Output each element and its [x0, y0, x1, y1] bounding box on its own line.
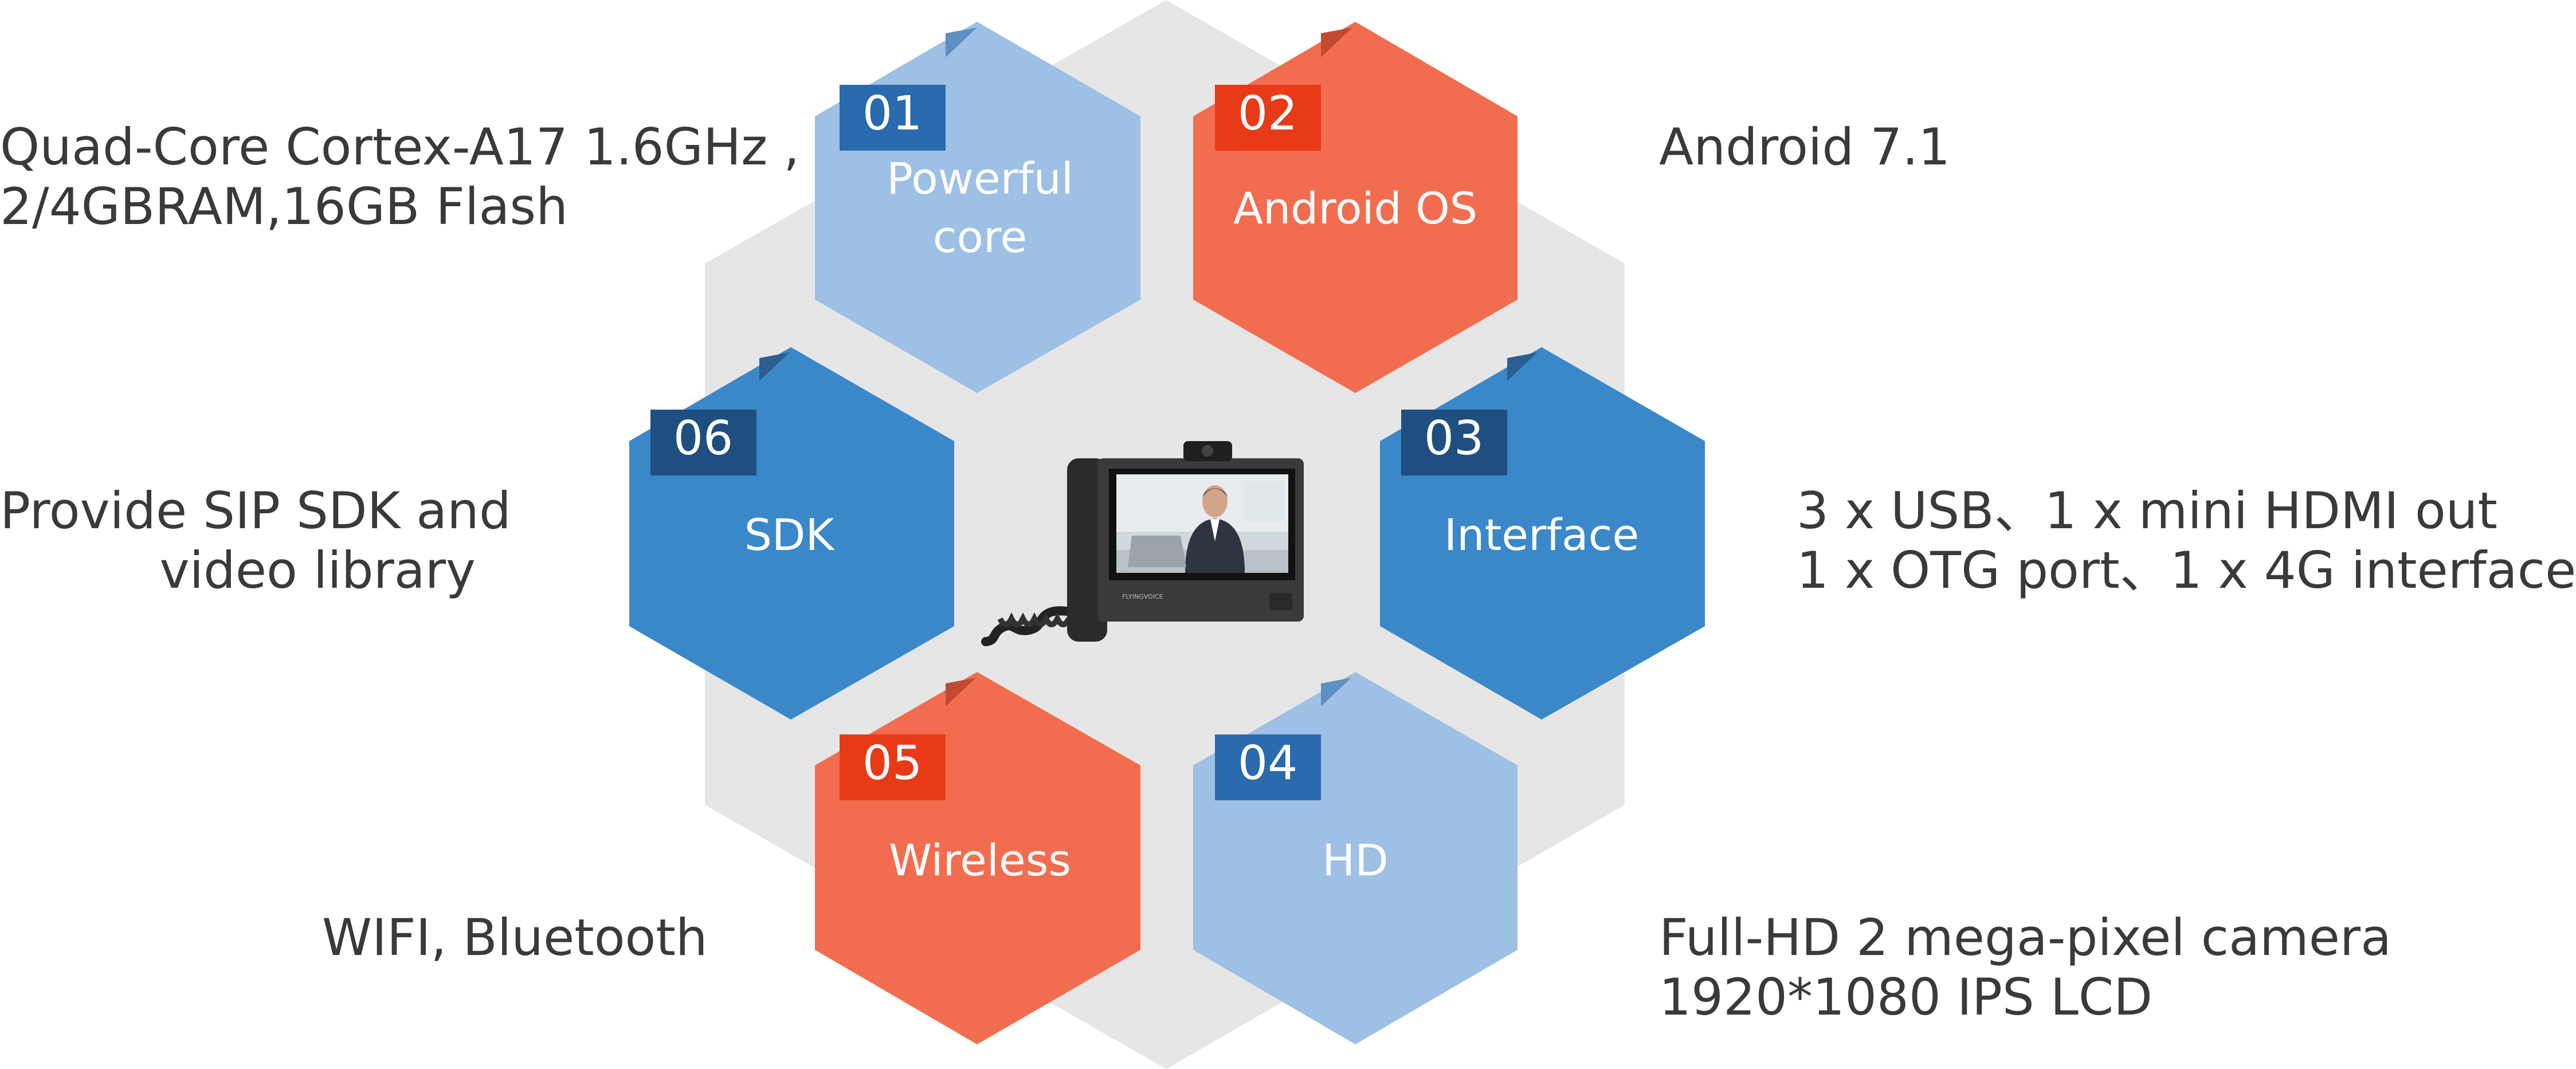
hex-03-number: 03: [1424, 411, 1484, 466]
phone-cord-coils: [997, 612, 1072, 627]
description-06: Provide SIP SDK and video library: [0, 481, 511, 600]
description-01-line-1: Quad-Core Cortex-A17 1.6GHz ,: [0, 117, 800, 176]
hex-06-title: SDK: [744, 509, 836, 560]
hex-01-number-tab: [840, 85, 946, 151]
description-05: WIFI, Bluetooth: [322, 908, 708, 968]
screen-window: [1244, 481, 1284, 521]
description-02: Android 7.1: [1659, 117, 1950, 177]
hex-05-fold: [946, 678, 976, 706]
description-05-line-1: WIFI, Bluetooth: [322, 908, 708, 967]
feature-hex-04: 04 HD: [1193, 672, 1518, 1044]
description-03-line-2: 1 x OTG port、1 x 4G interface: [1797, 541, 2576, 600]
hex-05-number-tab: [840, 734, 946, 800]
description-04-line-2: 1920*1080 IPS LCD: [1659, 968, 2152, 1027]
screen-laptop: [1128, 536, 1186, 567]
phone-brand-text: FLYINGVOICE: [1122, 593, 1163, 600]
hex-02-number: 02: [1238, 87, 1297, 141]
hex-01-title-line-1: Powerful: [887, 153, 1073, 204]
feature-hexagon-diagram: 01 Powerful core 02 Android OS 06 SDK 03…: [629, 0, 1705, 1069]
description-04-line-1: Full-HD 2 mega-pixel camera: [1659, 908, 2392, 967]
hex-04-fold: [1321, 678, 1351, 706]
screen-person-shirt: [1210, 519, 1220, 541]
hex-04-number-tab: [1215, 734, 1321, 800]
description-01: Quad-Core Cortex-A17 1.6GHz , 2/4GBRAM,1…: [0, 117, 799, 237]
screen-person-head: [1202, 485, 1228, 517]
hex-06-fold: [759, 352, 790, 381]
hex-03-title: Interface: [1444, 509, 1639, 560]
feature-hex-06: 06 SDK: [629, 347, 954, 720]
hex-05-number: 05: [862, 736, 922, 791]
feature-hex-01: 01 Powerful core: [815, 22, 1140, 393]
description-03-line-1: 3 x USB、1 x mini HDMI out: [1797, 481, 2497, 540]
feature-hex-03: 03 Interface: [1380, 347, 1705, 720]
hex-01-title-line-2: core: [933, 211, 1028, 262]
hex-02-number-tab: [1215, 85, 1321, 151]
hex-05-title: Wireless: [889, 835, 1071, 886]
phone-handset: [1067, 458, 1107, 642]
phone-speaker-grille: [1269, 593, 1292, 610]
video-phone-icon: FLYINGVOICE: [981, 441, 1304, 646]
hex-02-fold: [1321, 27, 1352, 57]
hex-03-number-tab: [1401, 410, 1507, 475]
hex-03-fold: [1507, 352, 1538, 381]
hex-01-number: 01: [862, 87, 922, 141]
hex-02-title: Android OS: [1233, 183, 1477, 234]
hex-06-number: 06: [673, 411, 733, 466]
feature-hex-02: 02 Android OS: [1193, 22, 1518, 393]
description-01-line-2: 2/4GBRAM,16GB Flash: [0, 177, 568, 236]
phone-camera-lens: [1202, 445, 1213, 457]
hex-06-number-tab: [650, 410, 756, 475]
description-03: 3 x USB、1 x mini HDMI out 1 x OTG port、1…: [1797, 481, 2576, 600]
description-06-line-1: Provide SIP SDK and: [0, 481, 511, 540]
description-06-line-2: video library: [159, 541, 476, 600]
hex-04-title: HD: [1322, 835, 1389, 886]
description-02-line-1: Android 7.1: [1659, 117, 1951, 176]
hex-01-fold: [946, 27, 977, 57]
phone-cord: [981, 603, 1091, 646]
feature-hex-05: 05 Wireless: [815, 672, 1140, 1044]
hex-04-number: 04: [1238, 736, 1297, 791]
screen-person-body: [1185, 518, 1245, 573]
description-04: Full-HD 2 mega-pixel camera 1920*1080 IP…: [1659, 908, 2391, 1027]
screen-person-hair: [1202, 488, 1228, 497]
